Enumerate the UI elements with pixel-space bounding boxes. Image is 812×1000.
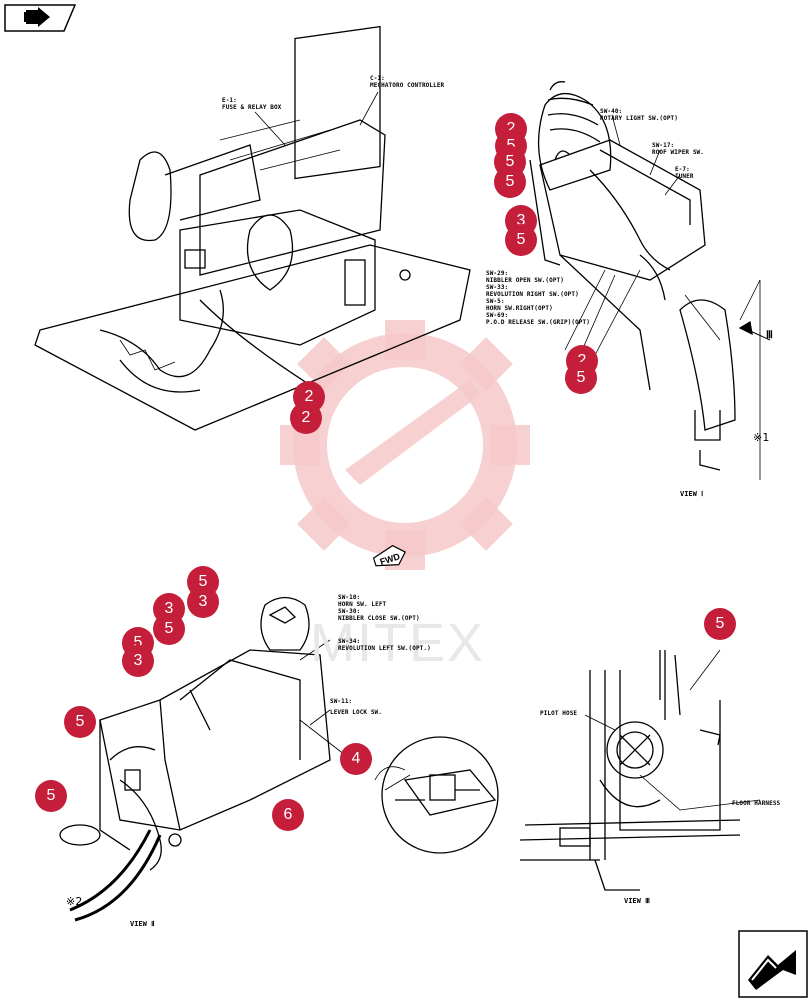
- label-sw10-group: SW-10:HORN SW. LEFT SW-30:NIBBLER CLOSE …: [338, 594, 420, 622]
- label-note-1: ※1: [753, 431, 770, 444]
- label-sw29-group: SW-29:NIBBLER OPEN SW.(OPT) SW-33:REVOLU…: [486, 270, 590, 326]
- corner-arrow-icon[interactable]: [4, 4, 76, 32]
- callout-4[interactable]: 5: [704, 608, 736, 640]
- callout-5[interactable]: 3: [122, 645, 154, 677]
- fwd-arrow-icon: FWD: [372, 545, 407, 567]
- label-sw17: SW-17:ROOF WIPER SW.: [652, 142, 704, 156]
- main-assembly-view: [34, 25, 471, 431]
- callout-5[interactable]: 5: [494, 166, 526, 198]
- next-page-arrow-icon[interactable]: [738, 930, 808, 998]
- callout-5[interactable]: 3: [187, 586, 219, 618]
- callout-4[interactable]: 5: [35, 780, 67, 812]
- callout-5[interactable]: 5: [565, 362, 597, 394]
- label-c1: C-1:MECHATORO CONTROLLER: [370, 75, 445, 89]
- callout-5[interactable]: 6: [272, 799, 304, 831]
- watermark-gear-teeth: [280, 320, 530, 570]
- label-floor-harness: FLOOR HARNESS: [732, 800, 781, 807]
- callout-5[interactable]: 5: [505, 224, 537, 256]
- callout-5[interactable]: 5: [64, 706, 96, 738]
- label-note-2: ※2: [66, 895, 83, 908]
- watermark-text: MITEX: [310, 613, 486, 673]
- view-one-console: [529, 81, 771, 480]
- label-pilot-hose: PILOT HOSE: [540, 710, 578, 717]
- view-two-console: [59, 596, 499, 922]
- label-arrow-iii: Ⅲ: [766, 330, 773, 341]
- label-sw11: SW-11:LEVER LOCK SW.: [330, 698, 382, 716]
- label-sw40: SW-40:ROTARY LIGHT SW.(OPT): [600, 108, 678, 122]
- label-e1: E-1:FUSE & RELAY BOX: [222, 97, 282, 111]
- label-sw34: SW-34:REVOLUTION LEFT SW.(OPT.): [338, 638, 431, 652]
- callout-2[interactable]: 2: [290, 402, 322, 434]
- view-three-detail: [519, 649, 761, 891]
- view-title-2: VIEW Ⅱ: [130, 920, 155, 928]
- view-title-1: VIEW Ⅰ: [680, 490, 704, 498]
- callout-6[interactable]: 4: [340, 743, 372, 775]
- label-e7: E-7:TUNER: [675, 166, 694, 180]
- callout-5[interactable]: 5: [153, 613, 185, 645]
- view-title-3: VIEW Ⅲ: [624, 897, 650, 905]
